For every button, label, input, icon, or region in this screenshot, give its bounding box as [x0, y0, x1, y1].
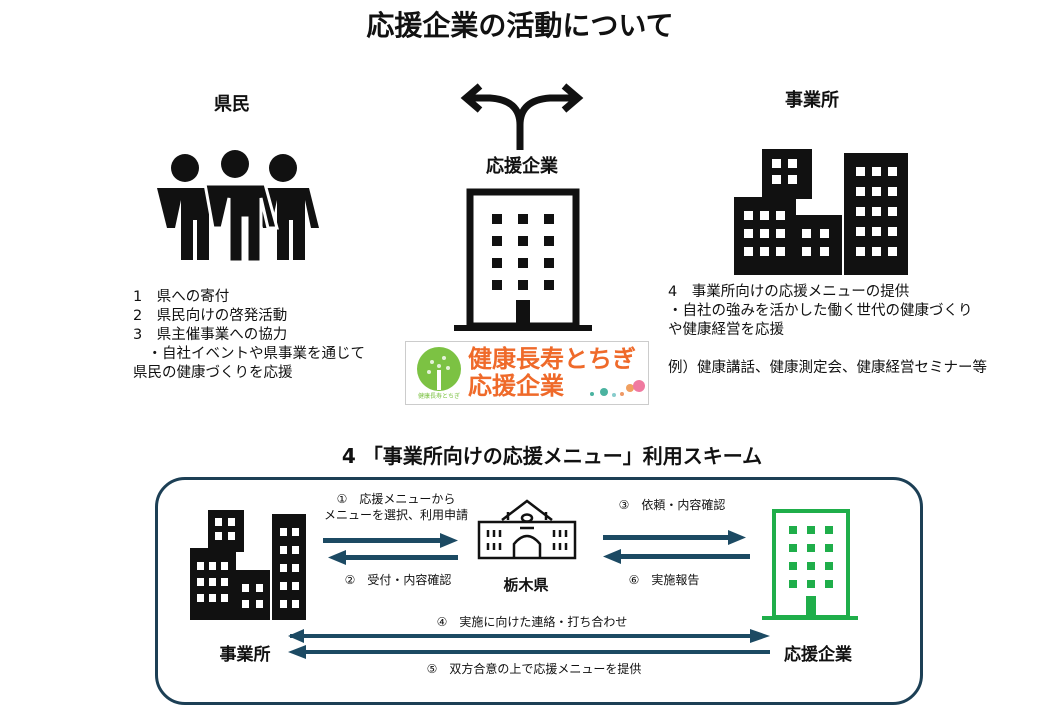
logo-line1: 健康長寿とちぎ [468, 345, 636, 373]
logo-small-text: 健康長寿とちぎ [418, 392, 460, 400]
fork-arrow-icon [460, 83, 584, 150]
residents-item: 3 県主催事業への協力 [133, 327, 288, 343]
business-building-icon [190, 510, 306, 620]
residents-item: ・自社イベントや県事業を通じて [133, 346, 365, 362]
business-example: 例）健康講話、健康測定会、健康経営セミナー等 [668, 360, 987, 376]
scheme-box [155, 477, 923, 705]
residents-item: 2 県民向けの啓発活動 [133, 308, 288, 324]
prefecture-label: 栃木県 [503, 576, 549, 594]
prefecture-office-icon [477, 499, 577, 560]
business-item: ・自社の強みを活かした働く世代の健康づくり [668, 303, 973, 319]
page-title: 応援企業の活動について [366, 9, 674, 42]
step2-label: ② 受付・内容確認 [344, 573, 452, 587]
residents-item: 1 県への寄付 [133, 289, 230, 305]
residents-item: 県民の健康づくりを応援 [133, 365, 293, 381]
step1-label: ① 応援メニューから メニューを選択、利用申請 [324, 491, 468, 523]
company-logo: 健康長寿とちぎ 健康長寿とちぎ 応援企業 [405, 341, 649, 405]
scheme-business-label: 事業所 [219, 645, 271, 665]
step1-line1: ① 応援メニューから [336, 492, 456, 506]
business-buildings-icon [734, 149, 908, 275]
office-building-icon [454, 188, 592, 331]
company-label: 応援企業 [486, 156, 558, 177]
business-list: 4 事業所向けの応援メニューの提供 ・自社の強みを活かした働く世代の健康づくり … [668, 283, 987, 378]
scheme-company-label: 応援企業 [784, 645, 852, 665]
step6-label: ⑥ 実施報告 [628, 573, 700, 587]
green-building-icon [762, 509, 858, 620]
step4-label: ④ 実施に向けた連絡・打ち合わせ [436, 615, 628, 629]
business-item: 4 事業所向けの応援メニューの提供 [668, 284, 910, 300]
logo-dots-icon [590, 380, 645, 397]
residents-label: 県民 [214, 94, 250, 115]
business-item: や健康経営を応援 [668, 322, 784, 338]
logo-line2: 応援企業 [468, 372, 564, 400]
scheme-title: 4 「事業所向けの応援メニュー」利用スキーム [341, 444, 763, 468]
residents-list: 1 県への寄付 2 県民向けの啓発活動 3 県主催事業への協力 ・自社イベントや… [133, 288, 365, 383]
logo-text: 健康長寿とちぎ 応援企業 [468, 346, 636, 400]
tree-logo-icon: 健康長寿とちぎ [417, 347, 461, 400]
people-icon [157, 150, 319, 262]
business-label: 事業所 [785, 90, 839, 111]
step3-label: ③ 依頼・内容確認 [618, 498, 726, 512]
step1-line2: メニューを選択、利用申請 [323, 508, 469, 522]
step5-label: ⑤ 双方合意の上で応援メニューを提供 [426, 662, 642, 676]
